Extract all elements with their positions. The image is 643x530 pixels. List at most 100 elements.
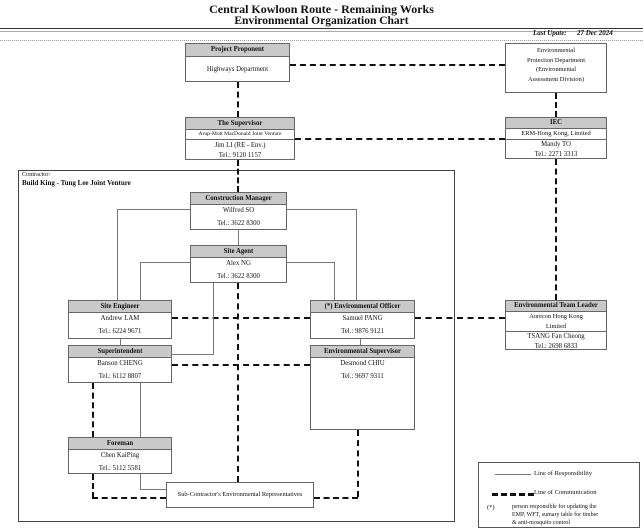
responsibility-line [117, 209, 190, 210]
box-line: Alex NG [226, 260, 251, 267]
box-header: Environmental Team Leader [506, 301, 606, 312]
box-header: Construction Manager [191, 193, 286, 205]
box-header: The Supervisor [186, 118, 294, 130]
box-line: Environmental [537, 47, 575, 54]
communication-line [237, 82, 239, 117]
box-header: Superintendent [69, 346, 171, 358]
box-line: Tel.: 6112 8807 [98, 372, 142, 380]
box-line: Highways Department [206, 66, 269, 73]
page-title-line2: Environmental Organization Chart [234, 15, 409, 27]
box-line: Tel.: 2271 3313 [534, 151, 578, 158]
box-line: Assessment Division) [528, 75, 584, 83]
responsibility-line [334, 262, 335, 300]
box-line: Banson CHENG [97, 360, 143, 367]
communication-line [237, 283, 239, 482]
org-box-project-proponent: Project Proponent Highways Department [185, 43, 290, 82]
legend-box: Line of Responsibility Line of Communica… [478, 462, 640, 528]
contractor-name: Build King - Tung Lee Joint Venture [22, 179, 131, 187]
responsibility-line [140, 383, 141, 437]
box-line: Tel.: 2698 6833 [534, 342, 578, 350]
communication-line [555, 159, 557, 300]
responsibility-line [238, 230, 239, 245]
communication-line [172, 364, 310, 366]
box-line: Mandy TO [541, 141, 571, 148]
legend-note-line: & anti-mosquito control [512, 520, 570, 526]
communication-line [555, 93, 557, 117]
org-box-iec: IEC ERM-Hong Kong, Limited Mandy TO Tel.… [505, 117, 607, 159]
communication-line [290, 64, 505, 66]
page-title-line1: Central Kowloon Route - Remaining Works [209, 2, 434, 16]
box-header: Foreman [69, 438, 171, 450]
communication-line [357, 430, 359, 497]
box-company: ERM-Hong Kong, Limited [506, 129, 606, 140]
box-line: Tel.: 6224 9671 [98, 327, 142, 335]
legend-communication-line-sample [492, 493, 534, 496]
responsibility-line [360, 339, 361, 345]
box-line: Jim LI (RE - Env.) [214, 142, 266, 149]
last-update-date: 27 Dec 2024 [577, 29, 613, 37]
responsibility-line [356, 209, 357, 300]
org-box-subcontractor-representatives: Sub-Contractor's Environmental Represent… [166, 482, 314, 508]
box-line: Tel.: 3622 8300 [217, 219, 260, 227]
communication-line [295, 138, 505, 140]
contractor-boundary [18, 170, 455, 522]
box-header: IEC [506, 118, 606, 129]
legend-responsibility-label: Line of Responsibility [534, 470, 593, 477]
responsibility-line [140, 474, 141, 490]
box-header: Environmental Supervisor [311, 346, 414, 358]
org-box-environmental-supervisor: Environmental Supervisor Desmond CHIU Te… [310, 345, 415, 430]
last-update-label: Last Upate: [533, 29, 567, 37]
legend-note-line: EMP, WFT, sumary table for timber [512, 512, 599, 518]
box-line: Andrew LAM [100, 315, 140, 322]
box-line: Tel.: 9697 9311 [341, 372, 384, 380]
org-box-environmental-officer: (*) Environmental Officer Samuel PANG Te… [310, 300, 415, 339]
dotted-rule [0, 40, 643, 41]
org-box-superintendent: Superintendent Banson CHENG Tel.: 6112 8… [68, 345, 172, 383]
box-header: Site Agent [191, 246, 286, 258]
communication-line [92, 474, 94, 498]
box-line: Desmond CHIU [340, 360, 385, 367]
box-line: Tel.: 9876 9121 [341, 327, 384, 335]
legend-star-symbol: (*) [487, 504, 495, 511]
legend-note-line: person responsible for updating the [512, 504, 597, 510]
org-box-site-engineer: Site Engineer Andrew LAM Tel.: 6224 9671 [68, 300, 172, 339]
box-line: Tel.: 5112 5581 [98, 464, 142, 472]
responsibility-line [140, 262, 141, 300]
box-header: Project Proponent [186, 44, 289, 57]
responsibility-line [172, 354, 213, 355]
communication-line [92, 383, 94, 437]
legend-communication-label: Line of Communication [534, 489, 597, 496]
communication-line [314, 497, 358, 499]
responsibility-line [140, 262, 190, 263]
communication-line [415, 317, 505, 319]
box-line: Wilfred SO [222, 207, 255, 214]
org-box-supervisor: The Supervisor Arup-Mott MacDonald Joint… [185, 117, 295, 160]
box-header: (*) Environmental Officer [311, 301, 414, 313]
communication-line [172, 317, 310, 319]
responsibility-line [287, 262, 335, 263]
title-rule [0, 28, 643, 32]
communication-line [92, 497, 166, 499]
org-box-epd: Environmental Protection Department (Env… [505, 43, 607, 93]
box-company: Aurecon Hong Kong [529, 313, 583, 320]
box-line: Protection Department [526, 56, 586, 64]
org-box-site-agent: Site Agent Alex NG Tel.: 3622 8300 [190, 245, 287, 283]
legend-responsibility-line-sample [495, 474, 531, 475]
responsibility-line [120, 339, 121, 345]
box-line: (Environmental [535, 66, 577, 73]
box-line: Samuel PANG [342, 315, 383, 322]
box-line: Chen KaiPing [100, 452, 140, 459]
responsibility-line [213, 283, 214, 355]
org-box-foreman: Foreman Chen KaiPing Tel.: 5112 5581 [68, 437, 172, 474]
responsibility-line [140, 489, 166, 490]
box-line: Tel.: 3622 8300 [217, 272, 260, 280]
box-company: Arup-Mott MacDonald Joint Venture [186, 130, 294, 140]
box-line: Tel.: 9120 1157 [218, 152, 262, 159]
box-line: Sub-Contractor's Environmental Represent… [177, 491, 303, 498]
box-company: Limited [506, 322, 606, 332]
org-box-environmental-team-leader: Environmental Team Leader Aurecon Hong K… [505, 300, 607, 350]
box-header: Site Engineer [69, 301, 171, 313]
contractor-label: Contractor: [22, 171, 51, 178]
responsibility-line [287, 209, 357, 210]
